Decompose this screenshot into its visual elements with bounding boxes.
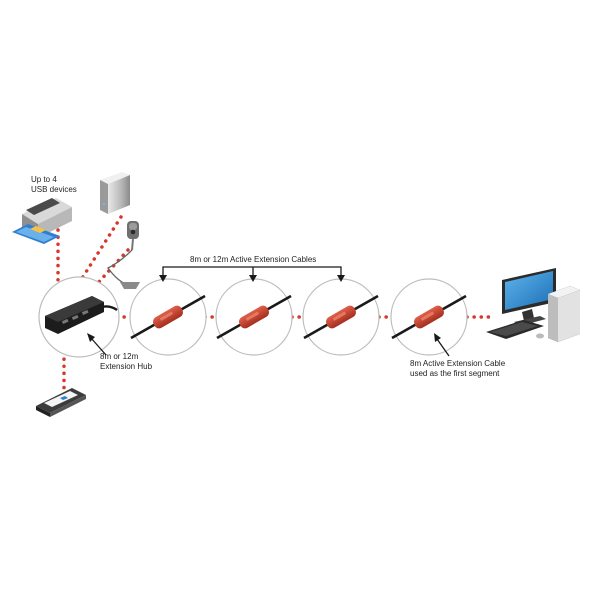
booster-cable-icon xyxy=(130,294,206,340)
booster-cable-icon xyxy=(391,294,467,340)
external-drive-icon xyxy=(100,172,130,214)
printer-icon xyxy=(12,198,72,244)
booster-cable-icon xyxy=(303,294,379,340)
scanner-icon xyxy=(36,388,86,417)
hub-node xyxy=(38,276,120,358)
desktop-computer-icon xyxy=(486,268,580,342)
webcam-icon xyxy=(107,221,140,289)
extension-hub-label: 8m or 12m Extension Hub xyxy=(100,352,153,371)
first-segment-label: 8m Active Extension Cable used as the fi… xyxy=(410,359,506,378)
dotted-link-drive xyxy=(77,215,123,285)
dotted-connections xyxy=(56,215,494,396)
cable-node-4 xyxy=(390,278,468,356)
dotted-link-webcam xyxy=(95,248,130,286)
cable-node-1 xyxy=(129,278,207,356)
first-segment-pointer-arrow xyxy=(434,333,450,357)
cable-node-3 xyxy=(302,278,380,356)
usb-hub-icon xyxy=(45,296,118,334)
cable-node-2 xyxy=(215,278,293,356)
active-cables-bracket xyxy=(159,266,345,282)
active-cables-label: 8m or 12m Active Extension Cables xyxy=(190,255,317,264)
usb-devices-label: Up to 4 USB devices xyxy=(31,175,77,194)
booster-cable-icon xyxy=(216,294,292,340)
hub-pointer-arrow xyxy=(87,333,107,356)
